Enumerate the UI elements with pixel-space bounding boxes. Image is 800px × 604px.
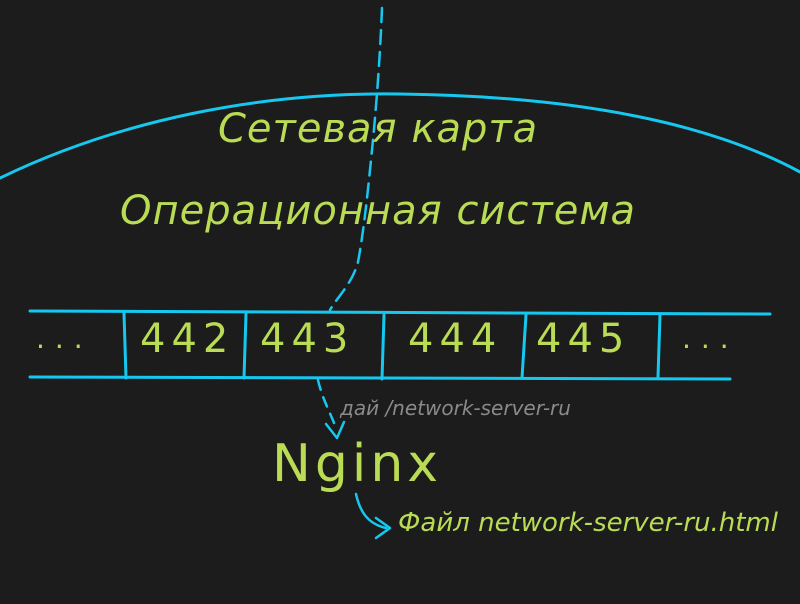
file-label: Файл network-server-ru.html	[398, 508, 778, 538]
port-443: 443	[260, 316, 355, 362]
port-divider	[242, 312, 248, 380]
port-442: 442	[140, 316, 235, 362]
port-divider	[380, 313, 386, 381]
port-strip-top	[28, 309, 772, 316]
port-divider	[520, 313, 528, 380]
port-strip-bottom	[28, 375, 732, 381]
request-arrow-head	[324, 420, 346, 440]
port-divider	[122, 311, 128, 380]
port-divider	[656, 313, 662, 379]
network-card-label: Сетевая карта	[218, 106, 539, 152]
request-path-line	[316, 378, 338, 430]
operating-system-label: Операционная система	[120, 188, 637, 234]
response-arrow-head	[374, 516, 392, 540]
ports-ellipsis-left: ...	[36, 322, 93, 355]
network-boundary-arc	[0, 92, 800, 180]
response-path-line	[354, 492, 388, 530]
ports-ellipsis-right: ...	[682, 322, 739, 355]
port-444: 444	[408, 316, 503, 362]
nginx-label: Nginx	[272, 434, 443, 494]
packet-path-line	[328, 6, 384, 312]
port-445: 445	[536, 316, 631, 362]
request-label: дай /network-server-ru	[340, 396, 571, 420]
